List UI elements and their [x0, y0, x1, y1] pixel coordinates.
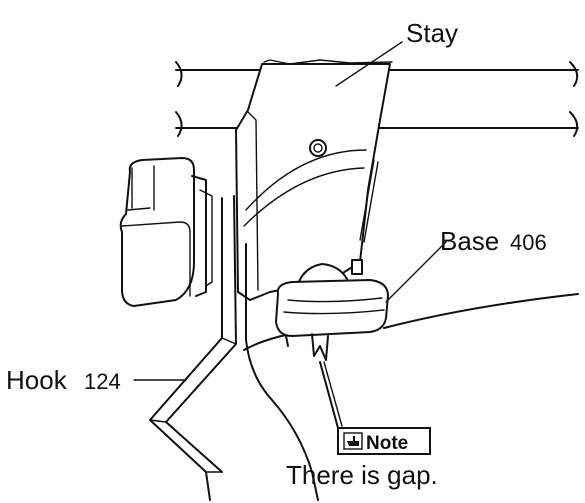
base-label: Base — [440, 226, 499, 256]
pointing-hand-icon — [343, 432, 363, 450]
gap-caption: There is gap. — [286, 460, 438, 490]
note-label: Note — [366, 433, 408, 454]
base-leader-line — [385, 241, 447, 303]
hook-number: 124 — [84, 369, 121, 394]
base-part — [275, 263, 389, 429]
stay-label: Stay — [406, 18, 458, 48]
hook-label: Hook — [6, 365, 68, 395]
stay-leader-line — [335, 41, 403, 87]
note-box: Note — [337, 427, 431, 455]
stay-bracket — [235, 59, 393, 301]
hook — [149, 195, 237, 501]
base-number: 406 — [510, 230, 547, 255]
side-clip — [119, 157, 213, 307]
